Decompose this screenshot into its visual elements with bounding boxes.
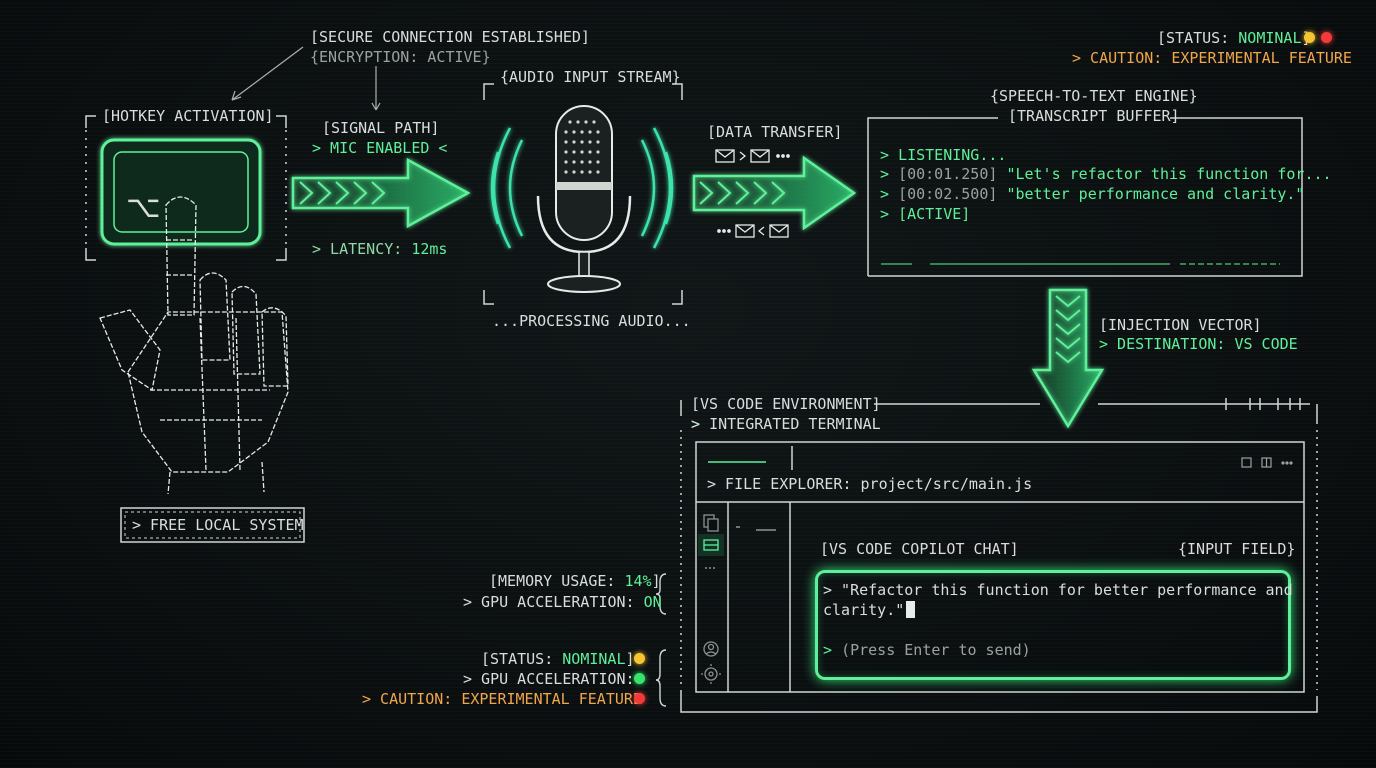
header-connector-lines bbox=[231, 46, 381, 111]
mic-enabled: > MIC ENABLED < bbox=[312, 139, 448, 157]
encryption-status: {ENCRYPTION: ACTIVE} bbox=[310, 48, 491, 66]
integrated-terminal-label: >> INTEGRATED TERMINAL bbox=[691, 415, 881, 433]
vscode-environment-title: [VS CODE ENVIRONMENT] bbox=[691, 395, 881, 413]
transcript-line: > LISTENING... bbox=[880, 146, 1007, 164]
status-dot-yellow bbox=[634, 653, 645, 664]
copilot-chat-title: [VS CODE COPILOT CHAT] bbox=[820, 540, 1019, 558]
free-local-system-frame bbox=[120, 507, 305, 543]
transcript-buffer-title: [TRANSCRIPT BUFFER] bbox=[1008, 107, 1180, 125]
vscode-frame bbox=[680, 398, 1318, 713]
option-key-icon bbox=[100, 138, 262, 246]
microphone-icon bbox=[490, 105, 674, 293]
transcript-line: > [00:01.250] "Let's refactor this funct… bbox=[880, 165, 1332, 183]
top-status: [STATUS: NOMINAL] bbox=[1157, 29, 1311, 47]
audio-frame bbox=[483, 83, 683, 305]
data-transfer-title: [DATA TRANSFER] bbox=[707, 123, 843, 141]
signal-path-title: [SIGNAL PATH] bbox=[322, 119, 440, 137]
free-local-system: > FREE LOCAL SYSTEM bbox=[132, 516, 304, 534]
arrow-right-icon bbox=[692, 155, 857, 231]
files-icon bbox=[703, 514, 719, 532]
stt-panel-frame bbox=[867, 117, 1303, 277]
text-cursor bbox=[906, 601, 916, 618]
file-explorer[interactable]: > FILE EXPLORER: project/src/main.js bbox=[707, 475, 1033, 493]
extensions-icon bbox=[698, 534, 724, 556]
memory-usage: [MEMORY USAGE: 14%] bbox=[489, 572, 661, 590]
stt-title: {SPEECH-TO-TEXT ENGINE} bbox=[990, 87, 1198, 105]
envelope-icon bbox=[715, 149, 790, 238]
top-caution: > CAUTION: EXPERIMENTAL FEATURE bbox=[1072, 49, 1352, 67]
latency: > LATENCY: 12ms bbox=[312, 240, 448, 258]
gear-icon bbox=[701, 664, 721, 684]
transcript-line: > [00:02.500] "better performance and cl… bbox=[880, 185, 1305, 203]
bottom-status: [STATUS: NOMINAL] bbox=[481, 650, 635, 668]
account-icon bbox=[703, 641, 719, 657]
secure-connection-label: [SECURE CONNECTION ESTABLISHED] bbox=[310, 28, 590, 46]
transcript-line: > [ACTIVE] bbox=[880, 205, 971, 223]
destination-label: > DESTINATION: VS CODE bbox=[1099, 335, 1298, 353]
hand-icon bbox=[99, 196, 289, 495]
chat-input-text-line2[interactable]: clarity." bbox=[823, 601, 916, 619]
send-hint: > (Press Enter to send) bbox=[823, 641, 1031, 659]
chat-input-text[interactable]: > "Refactor this function for better per… bbox=[823, 581, 1293, 599]
injection-vector-title: [INJECTION VECTOR] bbox=[1099, 316, 1262, 334]
processing-audio: ...PROCESSING AUDIO... bbox=[492, 312, 691, 330]
metrics-brace bbox=[655, 573, 667, 707]
more-icon bbox=[705, 567, 715, 569]
chat-input-field[interactable] bbox=[815, 570, 1291, 680]
status-dot-yellow bbox=[1304, 32, 1315, 43]
arrow-down-icon bbox=[1031, 288, 1105, 429]
bottom-caution: > CAUTION: EXPERIMENTAL FEATURE bbox=[362, 690, 642, 708]
gpu-acceleration: > GPU ACCELERATION: ON bbox=[463, 593, 662, 611]
audio-stream-title: {AUDIO INPUT STREAM} bbox=[500, 68, 681, 86]
bottom-gpu-acceleration: > GPU ACCELERATION: bbox=[463, 670, 635, 688]
input-field-label: {INPUT FIELD} bbox=[1178, 540, 1296, 558]
status-dot-green bbox=[634, 673, 645, 684]
option-key-symbol[interactable]: ⌥ bbox=[126, 190, 161, 225]
window-controls bbox=[1241, 457, 1293, 468]
status-dot-red bbox=[1321, 32, 1332, 43]
hotkey-frame bbox=[85, 115, 287, 261]
hotkey-title: [HOTKEY ACTIVATION] bbox=[102, 107, 274, 125]
arrow-right-icon bbox=[291, 157, 471, 229]
status-dot-red bbox=[634, 693, 645, 704]
